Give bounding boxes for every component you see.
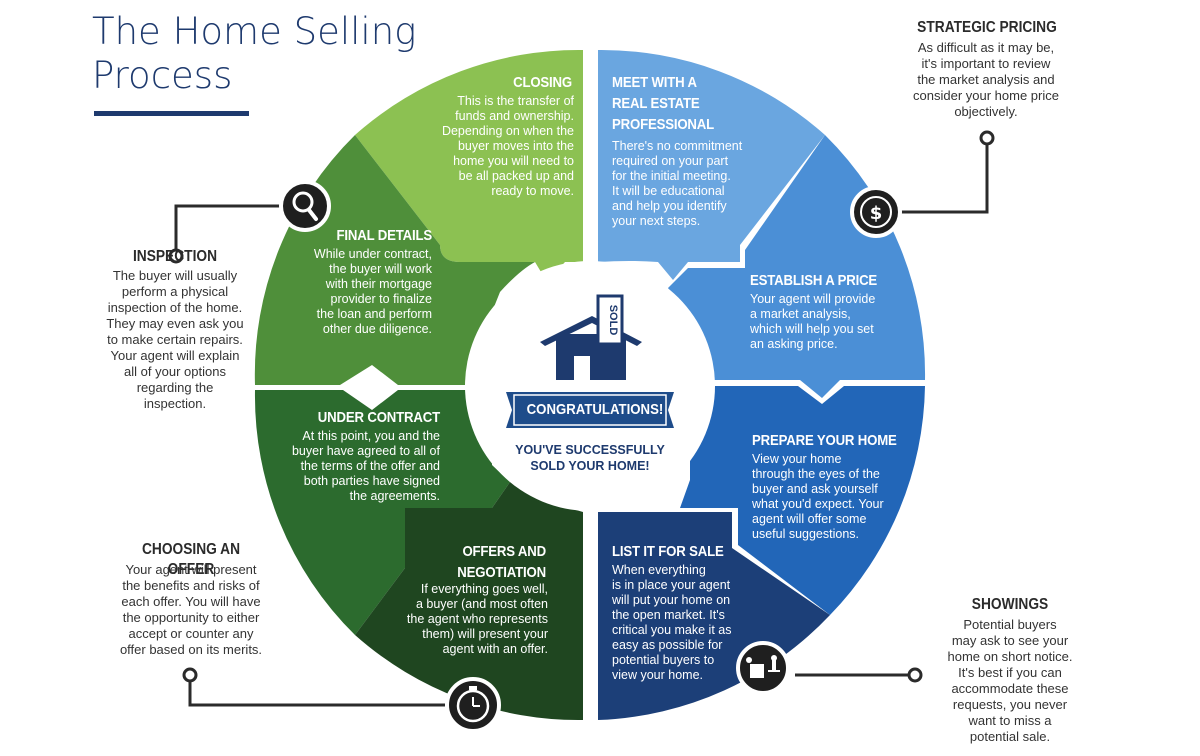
- page-title: The Home Selling Process: [92, 10, 417, 97]
- sold-sign-text: SOLD: [607, 305, 619, 336]
- final-body: While under contract,the buyer will work…: [313, 247, 432, 336]
- offers-body: If everything goes well,a buyer (and mos…: [406, 582, 548, 656]
- center-circle: [465, 261, 715, 511]
- prepare-title: PREPARE YOUR HOME: [752, 432, 897, 449]
- furniture-icon: [736, 641, 790, 695]
- house-icon: [540, 294, 642, 380]
- clock-icon: [445, 677, 501, 733]
- congrats-text: CONGRATULATIONS!: [526, 401, 664, 418]
- choosing-connector: [188, 675, 445, 707]
- price-title: ESTABLISH A PRICE: [750, 272, 878, 289]
- success-message: YOU'VE SUCCESSFULLY SOLD YOUR HOME!: [515, 443, 665, 473]
- magnifier-icon: [279, 180, 331, 232]
- dollar-icon: $: [850, 186, 902, 238]
- segment-prepare: [680, 386, 925, 615]
- closing-title: CLOSING: [513, 74, 572, 91]
- showings-title: SHOWINGS: [971, 596, 1049, 613]
- segment-under-contract: [254, 390, 510, 635]
- segment-offers: [355, 482, 583, 721]
- congrats-ribbon: [506, 392, 674, 428]
- contract-title: UNDER CONTRACT: [317, 409, 440, 426]
- inspection-title: INSPECTION: [132, 248, 218, 265]
- segment-list: [598, 512, 830, 720]
- inspection-connector: [174, 204, 280, 256]
- list-title: LIST IT FOR SALE: [612, 543, 724, 560]
- final-title: FINAL DETAILS: [336, 227, 433, 244]
- title-underline: [94, 111, 249, 116]
- segment-closing: [355, 49, 583, 283]
- pricing-connector: [898, 138, 989, 214]
- choosing-title: CHOOSING AN OFFER: [141, 541, 241, 578]
- pricing-title: STRATEGIC PRICING: [917, 19, 1057, 36]
- pricing-body: As difficult as it may be,it's important…: [913, 40, 1059, 119]
- segment-meet: [598, 49, 825, 280]
- svg-text:$: $: [870, 203, 883, 224]
